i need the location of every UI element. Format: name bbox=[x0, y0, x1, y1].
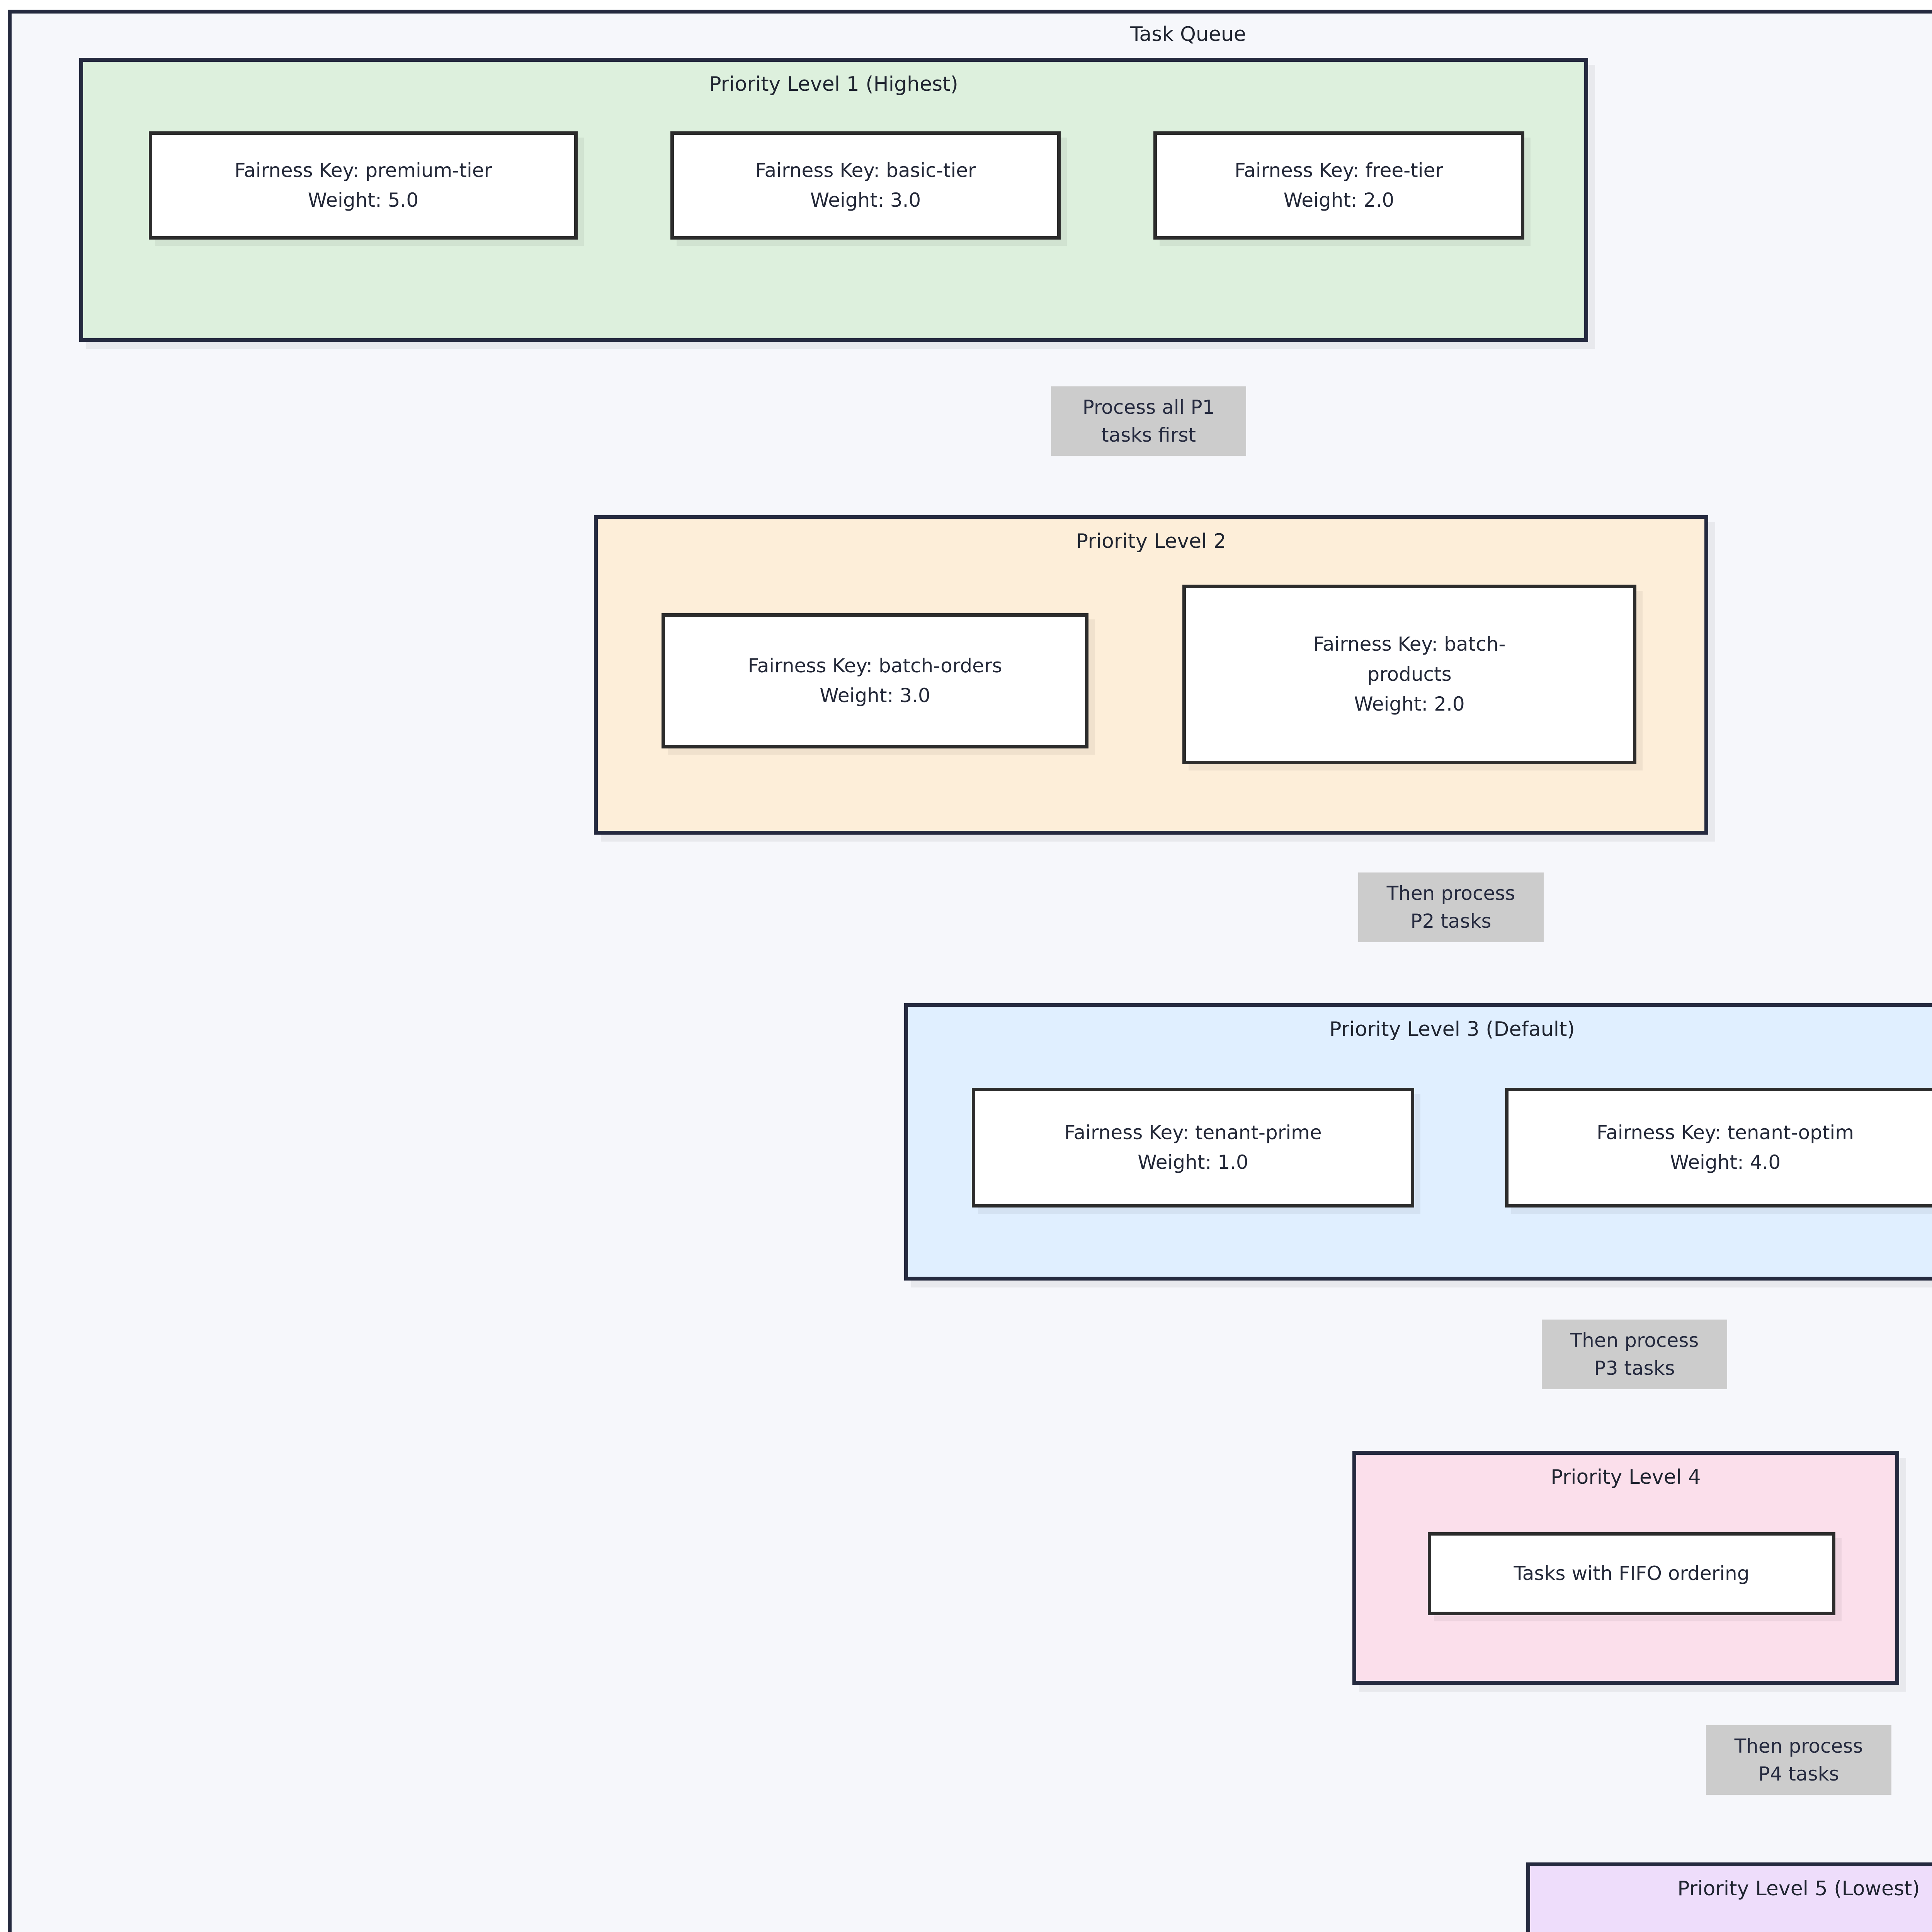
priority-level-3-title: Priority Level 3 (Default) bbox=[1329, 1018, 1575, 1041]
fairness-key-premium-tier[interactable]: Fairness Key: premium-tier Weight: 5.0 bbox=[149, 131, 578, 240]
edge-label-p2-to-p3: Then process P2 tasks bbox=[1358, 872, 1544, 942]
priority-level-5-title: Priority Level 5 (Lowest) bbox=[1677, 1877, 1920, 1900]
fairness-key-batch-orders[interactable]: Fairness Key: batch-orders Weight: 3.0 bbox=[662, 613, 1088, 748]
fairness-key-tenant-prime[interactable]: Fairness Key: tenant-prime Weight: 1.0 bbox=[972, 1088, 1414, 1208]
fairness-key-free-tier[interactable]: Fairness Key: free-tier Weight: 2.0 bbox=[1153, 131, 1524, 240]
fairness-key-tenant-optim[interactable]: Fairness Key: tenant-optim Weight: 4.0 bbox=[1505, 1088, 1932, 1208]
edge-label-p3-to-p4: Then process P3 tasks bbox=[1542, 1320, 1727, 1389]
priority-level-1-title: Priority Level 1 (Highest) bbox=[709, 73, 958, 96]
cluster-title: Task Queue bbox=[1130, 23, 1246, 46]
edge-label-p1-to-p2: Process all P1 tasks first bbox=[1051, 386, 1246, 456]
edge-label-p4-to-p5: Then process P4 tasks bbox=[1706, 1725, 1891, 1795]
priority-level-5[interactable]: Priority Level 5 (Lowest) bbox=[1526, 1862, 1932, 1932]
p4-tasks-fifo[interactable]: Tasks with FIFO ordering bbox=[1428, 1532, 1835, 1615]
priority-level-4-title: Priority Level 4 bbox=[1551, 1466, 1701, 1489]
fairness-key-basic-tier[interactable]: Fairness Key: basic-tier Weight: 3.0 bbox=[670, 131, 1061, 240]
fairness-key-batch-products[interactable]: Fairness Key: batch- products Weight: 2.… bbox=[1182, 585, 1636, 764]
priority-level-2-title: Priority Level 2 bbox=[1076, 530, 1226, 553]
